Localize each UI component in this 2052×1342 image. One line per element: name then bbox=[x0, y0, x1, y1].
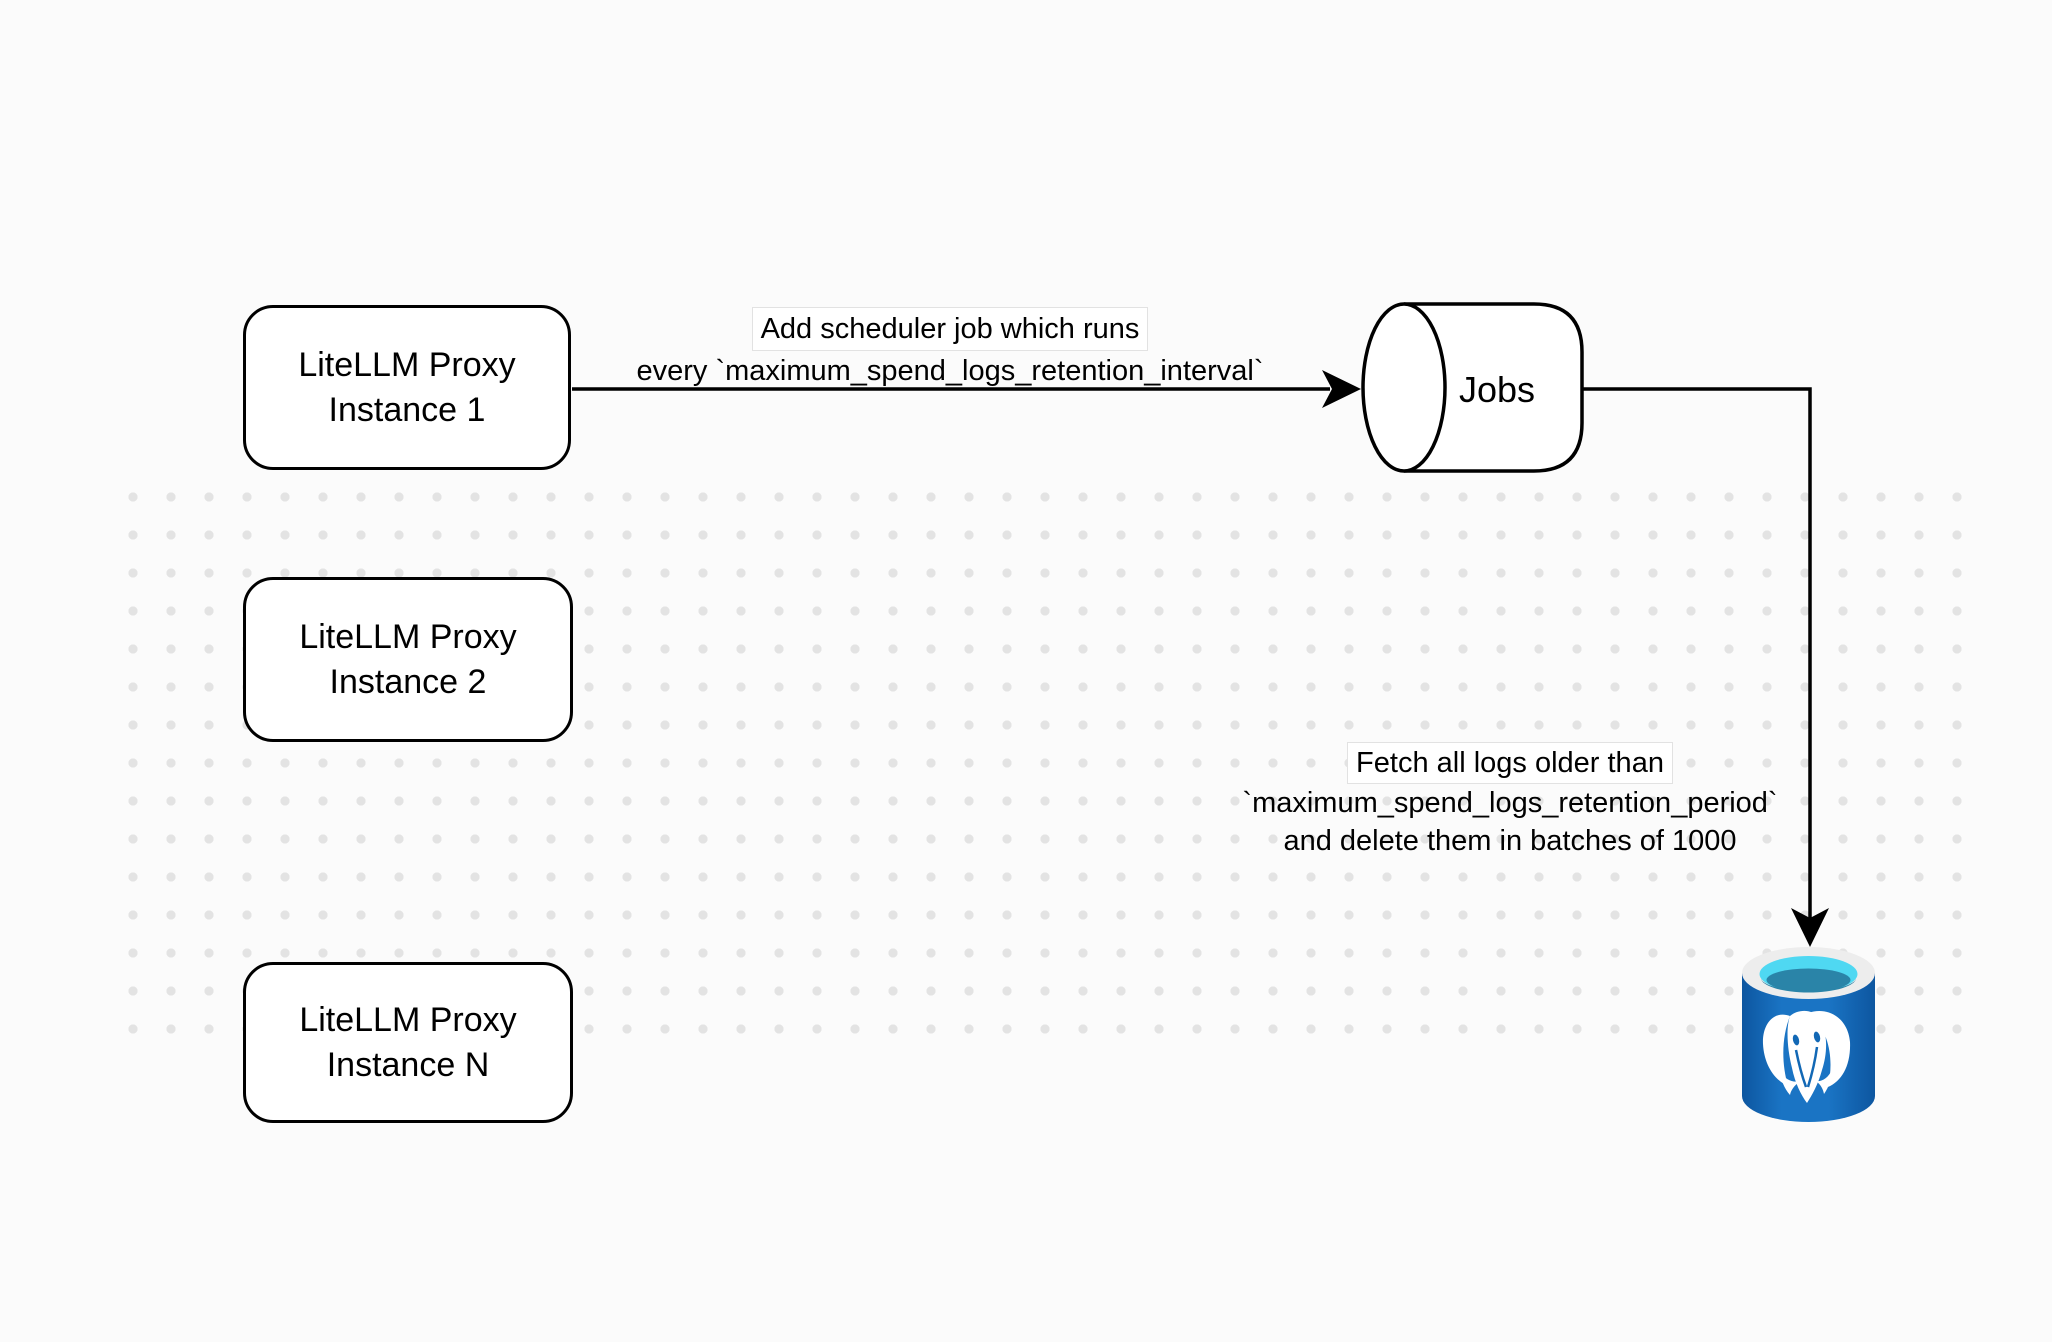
node-label: LiteLLM Proxy Instance 1 bbox=[298, 345, 516, 429]
arrowhead-right-icon bbox=[1322, 370, 1361, 408]
edge-label-fetch-line1: Fetch all logs older than bbox=[1347, 742, 1673, 784]
node-litellm-proxy-instance-n: LiteLLM Proxy Instance N bbox=[243, 962, 573, 1123]
edge-label-fetch-line2: `maximum_spend_logs_retention_period` bbox=[1242, 787, 1778, 819]
edge-label-fetch: Fetch all logs older than `maximum_spend… bbox=[1235, 742, 1785, 860]
edge-label-scheduler-line1: Add scheduler job which runs bbox=[751, 307, 1149, 351]
edge-label-fetch-line3: and delete them in batches of 1000 bbox=[1283, 825, 1737, 857]
node-label: LiteLLM Proxy Instance 2 bbox=[299, 617, 517, 701]
edge-label-scheduler-line2: every `maximum_spend_logs_retention_inte… bbox=[636, 355, 1264, 387]
jobs-queue-label: Jobs bbox=[1458, 369, 1536, 410]
node-litellm-proxy-instance-1: LiteLLM Proxy Instance 1 bbox=[243, 305, 571, 470]
edge-label-scheduler: Add scheduler job which runs every `maxi… bbox=[590, 307, 1310, 391]
node-litellm-proxy-instance-2: LiteLLM Proxy Instance 2 bbox=[243, 577, 573, 742]
node-label: LiteLLM Proxy Instance N bbox=[299, 1000, 517, 1084]
